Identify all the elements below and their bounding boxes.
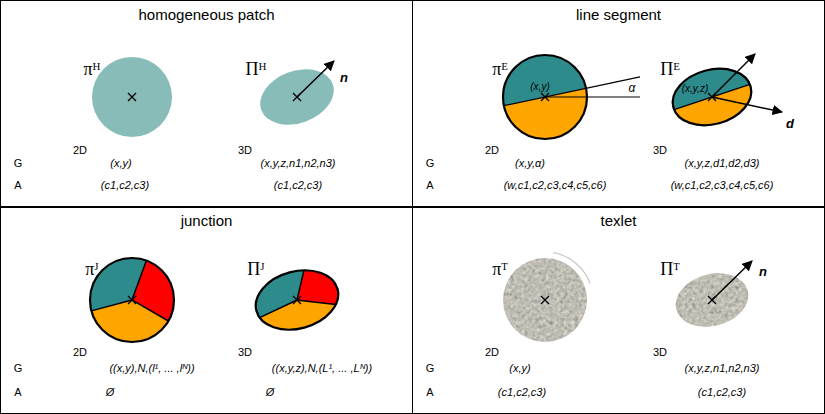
coordinate-label: (x,y,z) xyxy=(682,83,708,94)
panel-title: line segment xyxy=(413,6,824,23)
row-label: G xyxy=(14,362,23,374)
tuple: (c1,c2,c3) xyxy=(698,386,746,398)
dimension-label: 3D xyxy=(238,144,252,156)
row-label: A xyxy=(426,386,433,398)
dimension-label: 2D xyxy=(485,144,499,156)
tuple: Ø xyxy=(266,386,275,398)
row-label: G xyxy=(14,157,23,169)
row-label: G xyxy=(426,362,435,374)
centre-marker xyxy=(128,93,716,304)
tuple: (x,y) xyxy=(110,157,131,169)
tuple: (x,y,z,d1,d2,d3) xyxy=(685,157,760,169)
tuple: ((x,y),N,(l¹, ... ,lᴺ)) xyxy=(109,362,194,374)
angle-label: α xyxy=(629,82,636,95)
tuple: (c1,c2,c3) xyxy=(274,179,322,191)
tuple: Ø xyxy=(106,386,115,398)
panel-box: homogeneous patch xyxy=(0,0,413,208)
dimension-label: 3D xyxy=(653,144,667,156)
reference-line xyxy=(545,96,640,97)
tuple: (w,c1,c2,c3,c4,c5,c6) xyxy=(671,179,774,191)
symbol-label: Πᴱ xyxy=(660,60,680,80)
vector-label: n xyxy=(759,265,767,279)
symbol-label: πᵀ xyxy=(492,260,508,280)
symbol-label: πᴱ xyxy=(492,60,508,80)
tuple: (x,y) xyxy=(509,362,530,374)
row-label: A xyxy=(426,179,433,191)
panel-box: line segment xyxy=(412,0,825,208)
edge-line xyxy=(504,77,640,106)
row-label: A xyxy=(14,179,21,191)
tuple: (x,y,z,n1,n2,n3) xyxy=(685,362,760,374)
tuple: (x,y,z,n1,n2,n3) xyxy=(261,157,336,169)
symbol-label: πᴴ xyxy=(83,60,100,80)
row-label: G xyxy=(426,157,435,169)
panel-box: texlet xyxy=(412,206,825,414)
normal-arrow xyxy=(712,261,752,300)
panel-title: texlet xyxy=(413,212,824,229)
texture-arc xyxy=(553,253,590,284)
symbol-label: Πᴶ xyxy=(247,260,264,280)
direction-arrow xyxy=(712,97,782,112)
symbol-label: Πᵀ xyxy=(660,260,680,280)
symbol-label: πᴶ xyxy=(85,260,99,280)
normal-arrow xyxy=(297,61,334,97)
tuple: (w,c1,c2,c3,c4,c5,c6) xyxy=(504,179,607,191)
tuple: (c1,c2,c3) xyxy=(101,179,149,191)
tuple: (c1,c2,c3) xyxy=(498,386,546,398)
vector-label: d xyxy=(786,117,794,131)
normal-arrow xyxy=(712,54,755,97)
symbol-label: Πᴴ xyxy=(246,60,267,80)
coordinate-label: (x,y) xyxy=(530,81,549,92)
dimension-label: 2D xyxy=(73,346,87,358)
panel-title: homogeneous patch xyxy=(1,6,412,23)
dimension-label: 3D xyxy=(238,346,252,358)
dimension-label: 3D xyxy=(653,346,667,358)
tuple: (x,y,α) xyxy=(515,157,545,169)
panel-title: junction xyxy=(1,212,412,229)
vector-label: n xyxy=(340,71,348,85)
dimension-label: 2D xyxy=(485,346,499,358)
row-label: A xyxy=(14,386,21,398)
tuple: ((x,y,z),N,(L¹, ... ,Lᴺ)) xyxy=(272,362,372,374)
panel-box: junction xyxy=(0,206,413,414)
dimension-label: 2D xyxy=(73,144,87,156)
